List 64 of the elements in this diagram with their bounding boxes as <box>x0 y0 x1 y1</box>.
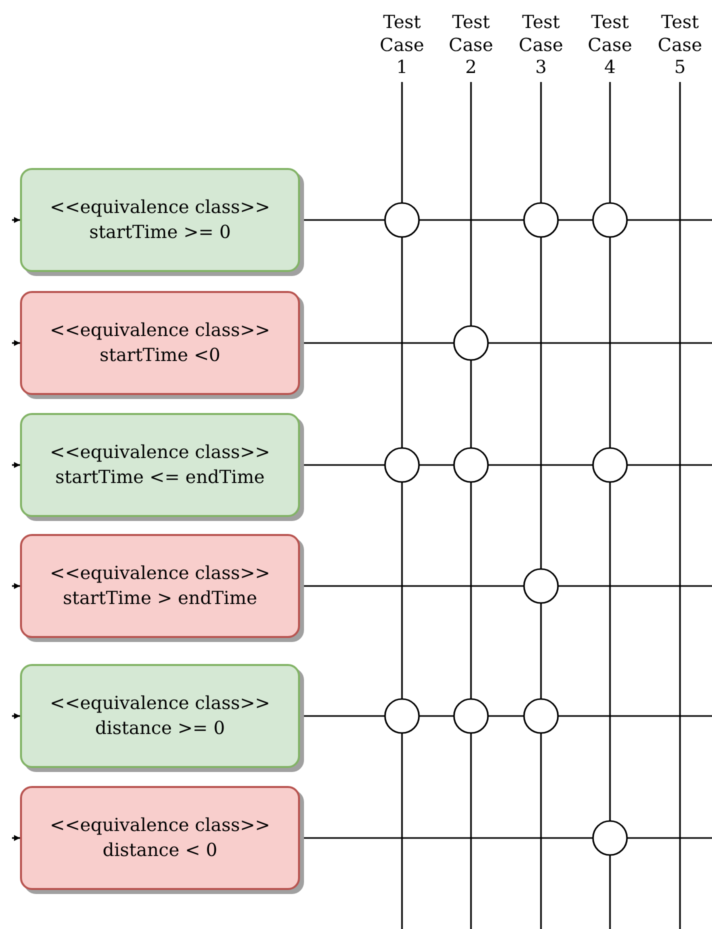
connector-line <box>609 855 611 929</box>
connector-line <box>419 715 454 717</box>
connector-line <box>488 464 593 466</box>
intersection-circle <box>453 447 489 483</box>
connector-line <box>470 82 472 326</box>
arrow <box>12 217 20 223</box>
condition-label: startTime <= endTime <box>55 466 265 490</box>
arrow <box>12 835 20 841</box>
connector-line <box>470 482 472 699</box>
arrow <box>12 713 20 719</box>
column-heading: Test Case 2 <box>442 12 500 82</box>
column-heading: Test Case 3 <box>512 12 570 82</box>
connector-line <box>401 237 403 448</box>
condition-label: startTime >= 0 <box>89 221 231 245</box>
connector-line <box>401 733 403 929</box>
connector-line <box>540 82 542 203</box>
connector-line <box>558 585 712 587</box>
intersection-circle <box>592 447 628 483</box>
intersection-circle <box>384 698 420 734</box>
intersection-circle <box>592 202 628 238</box>
arrow <box>12 462 20 468</box>
arrow <box>12 340 20 346</box>
intersection-circle <box>592 820 628 856</box>
intersection-circle <box>384 447 420 483</box>
connector-line <box>419 219 524 221</box>
connector-line <box>558 219 593 221</box>
column-heading: Test Case 4 <box>581 12 639 82</box>
stereotype-label: <<equivalence class>> <box>50 440 270 465</box>
connector-line <box>558 715 712 717</box>
intersection-circle <box>523 698 559 734</box>
connector-line <box>540 237 542 569</box>
connector-line <box>488 342 712 344</box>
column-heading: Test Case 5 <box>651 12 709 82</box>
connector-line <box>419 464 454 466</box>
condition-label: distance < 0 <box>102 839 218 863</box>
connector-line <box>401 482 403 699</box>
condition-label: distance >= 0 <box>95 717 225 741</box>
intersection-circle <box>453 325 489 361</box>
connector-line <box>609 82 611 203</box>
intersection-circle <box>453 698 489 734</box>
connector-line <box>540 603 542 699</box>
stereotype-label: <<equivalence class>> <box>50 562 270 586</box>
connector-line <box>401 82 403 203</box>
arrow <box>12 583 20 589</box>
connector-line <box>540 733 542 929</box>
connector-line <box>679 82 681 929</box>
intersection-circle <box>523 568 559 604</box>
condition-label: startTime > endTime <box>62 587 258 611</box>
connector-line <box>627 219 712 221</box>
connector-line <box>470 360 472 448</box>
connector-line <box>627 464 712 466</box>
column-heading: Test Case 1 <box>373 12 431 82</box>
condition-label: startTime <0 <box>100 344 220 368</box>
intersection-circle <box>523 202 559 238</box>
connector-line <box>609 237 611 448</box>
connector-line <box>627 837 712 839</box>
intersection-circle <box>384 202 420 238</box>
connector-line <box>488 715 524 717</box>
stereotype-label: <<equivalence class>> <box>50 692 270 716</box>
stereotype-label: <<equivalence class>> <box>50 196 270 220</box>
stereotype-label: <<equivalence class>> <box>50 814 270 838</box>
connector-line <box>470 733 472 929</box>
stereotype-label: <<equivalence class>> <box>50 318 270 343</box>
connector-line <box>609 482 611 821</box>
